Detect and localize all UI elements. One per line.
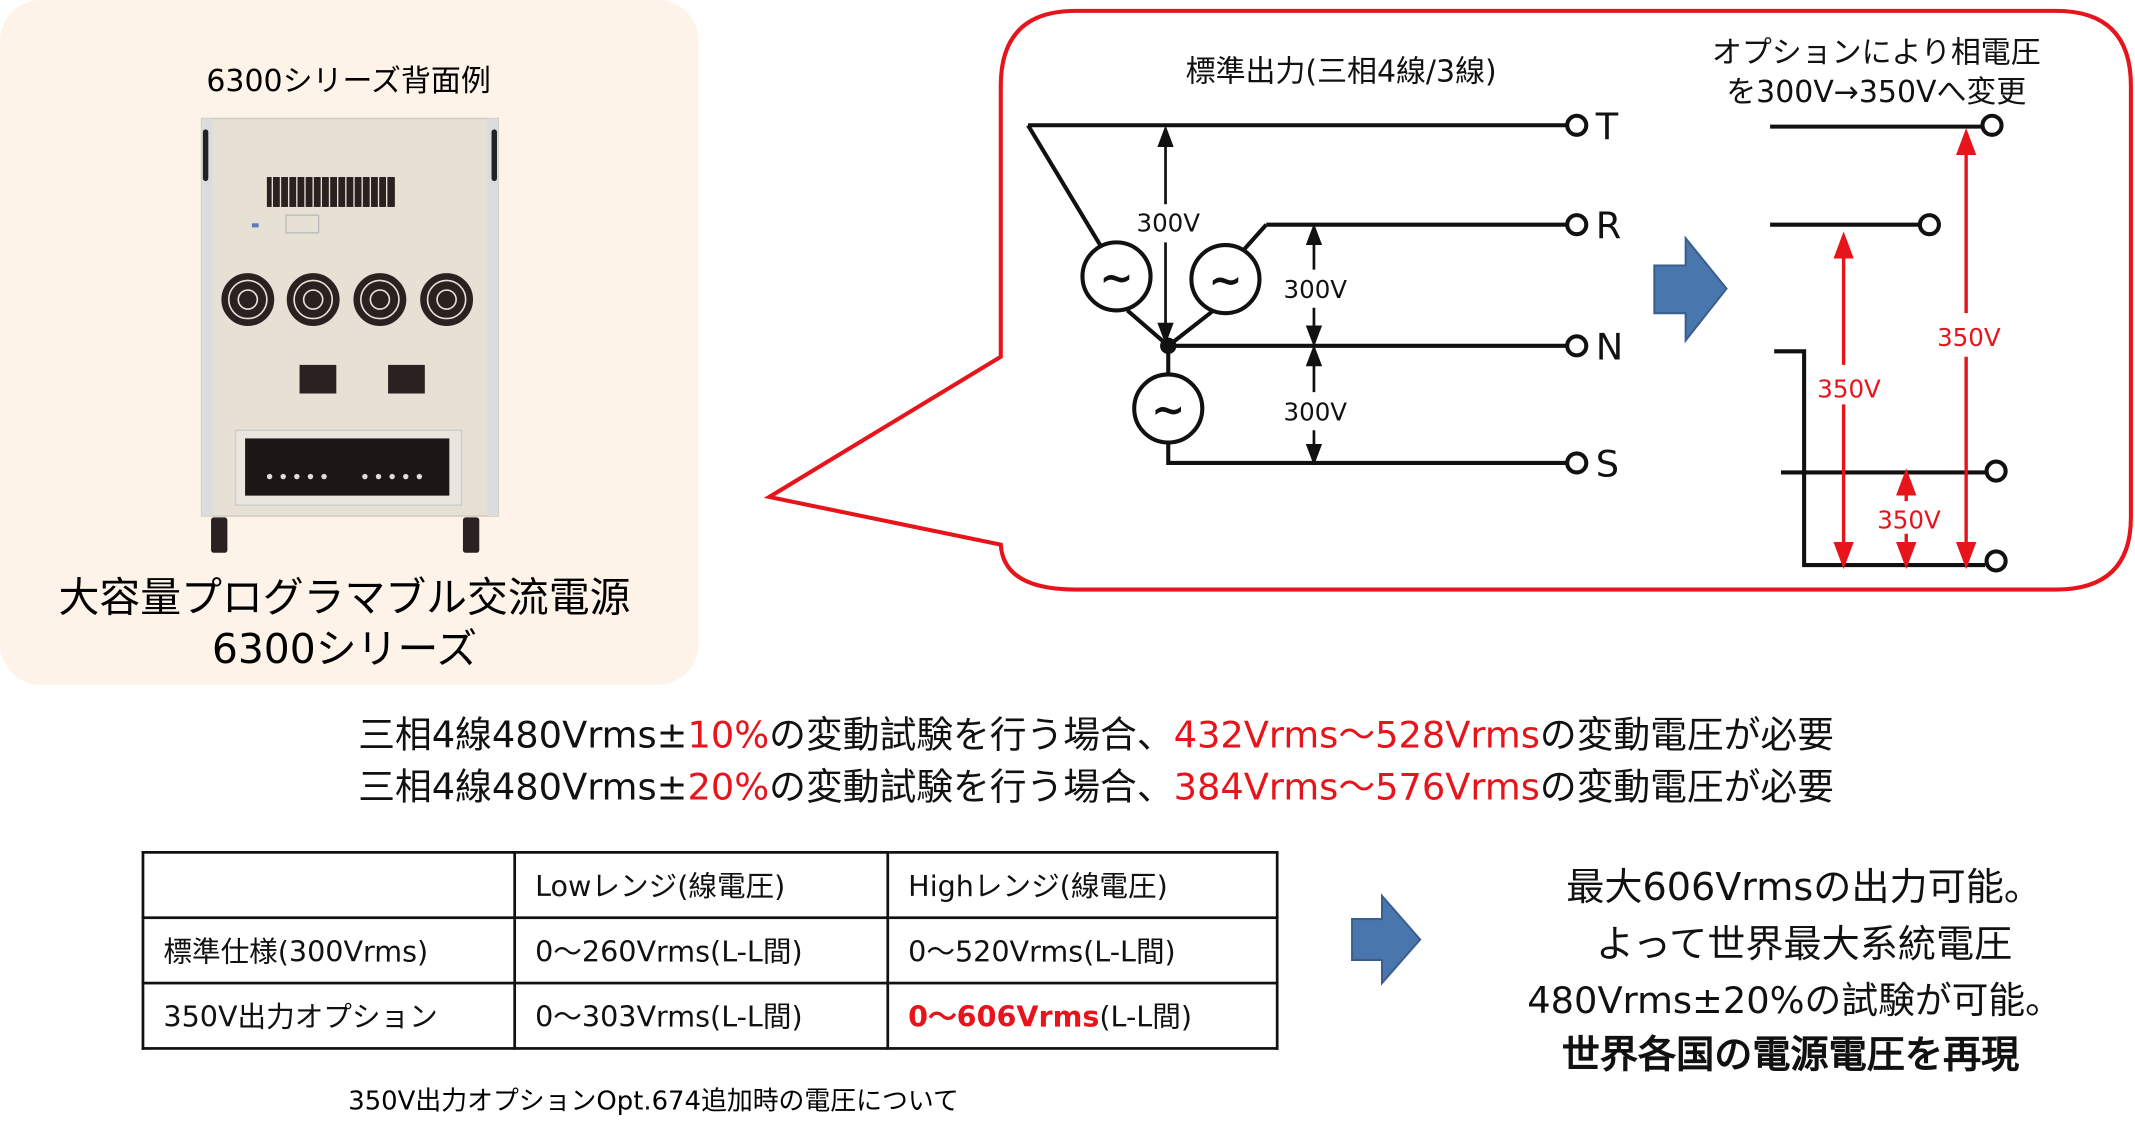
table-header-row: Lowレンジ(線電圧) Highレンジ(線電圧): [141, 851, 1279, 920]
row-label: 標準仕様(300Vrms): [141, 916, 517, 985]
source-symbol: ~: [1151, 385, 1185, 433]
statement-text: 三相4線480Vrms±: [358, 766, 688, 809]
table-header: Highレンジ(線電圧): [886, 851, 1279, 920]
option-title-line2: を300V→350Vへ変更: [1726, 75, 2026, 110]
statement-text: の変動電圧が必要: [1539, 766, 1834, 809]
product-caption: 6300シリーズ背面例: [206, 65, 491, 100]
statement-text: の変動試験を行う場合、: [769, 766, 1174, 809]
source-symbol: ~: [1099, 253, 1133, 301]
table-header: Lowレンジ(線電圧): [513, 851, 890, 920]
table-caption: 350V出力オプションOpt.674追加時の電圧について: [348, 1086, 959, 1117]
neutral-node: [1160, 337, 1177, 355]
option-wiring: [1770, 113, 2008, 573]
conclusion-line2: よって世界最大系統電圧: [1595, 921, 2013, 967]
table-row: 350V出力オプション 0～303Vrms(L-L間) 0～606Vrms(L-…: [141, 981, 1279, 1050]
ac-source-icon: [1132, 372, 1205, 445]
terminal-r: R: [1596, 204, 1622, 247]
high-range: 0～520Vrms(L-L間): [886, 916, 1279, 985]
option-voltage-label: 350V: [1817, 375, 1881, 404]
statement-text: の変動試験を行う場合、: [769, 714, 1174, 758]
table-header: [141, 851, 517, 920]
right-arrow-icon: [1653, 235, 1728, 344]
high-range-highlight: 0～606Vrms: [908, 1000, 1100, 1034]
table-row: 標準仕様(300Vrms) 0～260Vrms(L-L間) 0～520Vrms(…: [141, 916, 1279, 985]
option-voltage-label: 350V: [1877, 505, 1941, 534]
statement-text: 三相4線480Vrms±: [358, 714, 688, 758]
terminal-t: T: [1595, 105, 1619, 148]
high-range: 0～606Vrms(L-L間): [886, 981, 1279, 1050]
conclusion-line1: 最大606Vrmsの出力可能。: [1566, 864, 2043, 910]
statement-pct: 10%: [687, 714, 770, 758]
product-model: 6300シリーズ: [211, 626, 478, 674]
source-symbol: ~: [1208, 256, 1242, 304]
voltage-label: 300V: [1284, 398, 1348, 427]
statement-pct: 20%: [687, 766, 770, 809]
low-range: 0～303Vrms(L-L間): [513, 981, 890, 1050]
statement-text: の変動電圧が必要: [1539, 714, 1834, 758]
row-label: 350V出力オプション: [141, 981, 517, 1050]
voltage-label: 300V: [1136, 208, 1200, 237]
statement-range: 432Vrms～528Vrms: [1173, 714, 1540, 758]
option-title-line1: オプションにより相電圧: [1712, 36, 2041, 71]
high-range-suffix: (L-L間): [1099, 1000, 1192, 1034]
conclusion-line3: 480Vrms±20%の試験が可能。: [1527, 980, 2062, 1023]
power-supply-rear-image: [200, 117, 500, 553]
statement-range: 384Vrms～576Vrms: [1173, 766, 1540, 809]
standard-output-title: 標準出力(三相4線/3線): [1186, 55, 1497, 90]
voltage-label: 300V: [1284, 275, 1348, 304]
product-title: 大容量プログラマブル交流電源: [58, 574, 631, 623]
ac-source-icon: [1080, 240, 1153, 313]
statement-20pct: 三相4線480Vrms±20%の変動試験を行う場合、384Vrms～576Vrm…: [358, 757, 1834, 810]
terminal-s: S: [1596, 443, 1619, 486]
low-range: 0～260Vrms(L-L間): [513, 916, 890, 985]
speech-bubble: [763, 8, 2133, 592]
ac-source-icon: [1189, 243, 1262, 316]
standard-wiring: [1026, 113, 1589, 475]
conclusion-highlight: 世界各国の電源電圧を再現: [1561, 1032, 2020, 1078]
statement-10pct: 三相4線480Vrms±10%の変動試験を行う場合、432Vrms～528Vrm…: [358, 705, 1834, 758]
voltage-spec-table: Lowレンジ(線電圧) Highレンジ(線電圧) 標準仕様(300Vrms) 0…: [141, 851, 1279, 1050]
terminal-n: N: [1596, 325, 1623, 368]
right-arrow-icon: [1351, 893, 1422, 986]
option-voltage-label: 350V: [1937, 323, 2001, 352]
